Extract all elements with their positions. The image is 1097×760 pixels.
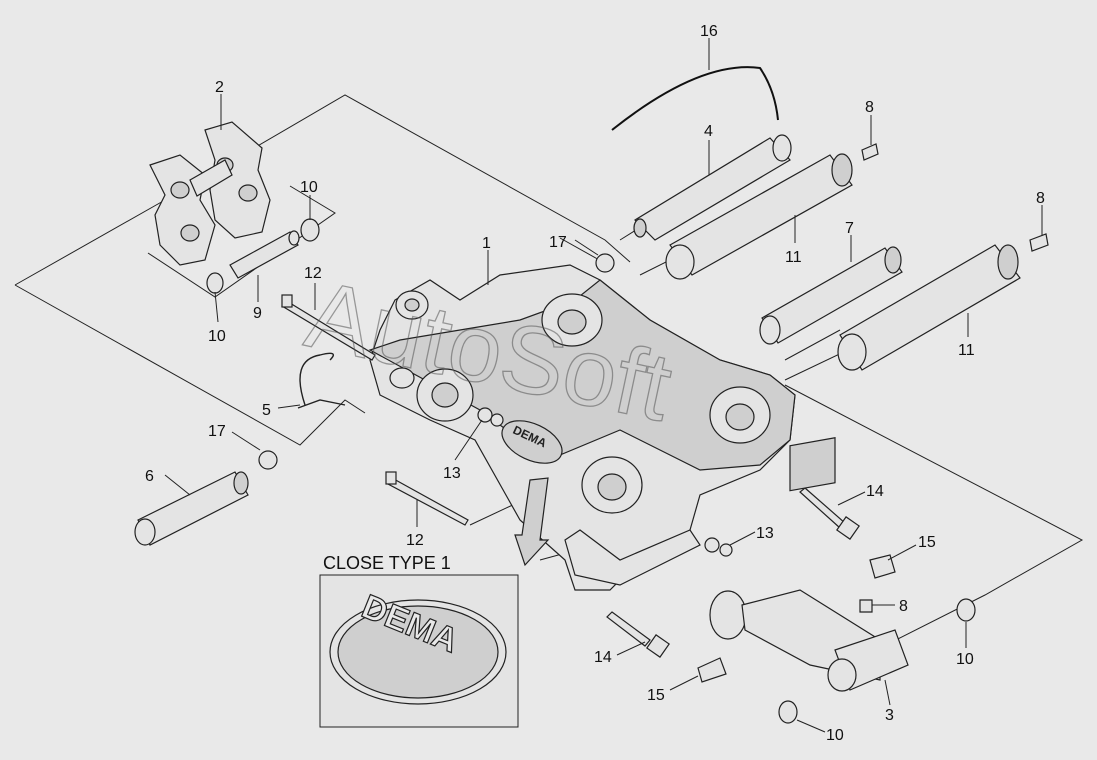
callout-3: 3 [885, 707, 894, 724]
pin-7 [759, 246, 903, 345]
pin-9 [229, 231, 299, 279]
callout-17: 17 [208, 423, 226, 440]
callout-8: 8 [865, 99, 874, 116]
callout-1: 1 [482, 235, 491, 252]
callout-7: 7 [845, 220, 854, 237]
callout-8: 8 [899, 598, 908, 615]
callout-12: 12 [406, 532, 424, 549]
grease-nipples-8 [859, 143, 1049, 613]
callout-8: 8 [1036, 190, 1045, 207]
main-bracket: DEMA [368, 264, 796, 591]
callout-11: 11 [958, 342, 975, 359]
lynch-pin-5 [297, 352, 346, 409]
tubes-11 [665, 153, 1021, 371]
cable-16 [611, 66, 779, 131]
link-plates [149, 121, 271, 266]
ring-17-a [595, 253, 615, 273]
lock-cylinder-3 [709, 437, 909, 692]
bolts-12 [281, 294, 469, 526]
callout-16: 16 [700, 23, 718, 40]
ring-10-c [956, 598, 976, 622]
ring-10-b [206, 272, 224, 294]
callout-6: 6 [145, 468, 154, 485]
callout-10: 10 [826, 727, 844, 744]
callout-9: 9 [253, 305, 262, 322]
callout-12: 12 [304, 265, 322, 282]
callouts: 16 2 4 8 10 1 17 11 7 8 12 9 10 11 5 17 … [145, 23, 1045, 744]
callout-10: 10 [956, 651, 974, 668]
callout-5: 5 [262, 402, 271, 419]
inset-close-type-1: CLOSE TYPE 1 DEMA [319, 553, 519, 728]
fittings-14-15 [606, 487, 896, 683]
callout-13: 13 [756, 525, 774, 542]
callout-10: 10 [300, 179, 318, 196]
main-dema-logo: DEMA [501, 420, 563, 464]
callout-14: 14 [594, 649, 612, 666]
cylinder-4 [633, 134, 792, 241]
ring-17-b [258, 450, 278, 470]
ring-10-a [300, 218, 320, 242]
callout-15: 15 [918, 534, 936, 551]
callout-14: 14 [866, 483, 884, 500]
callout-4: 4 [704, 123, 713, 140]
callout-17: 17 [549, 234, 567, 251]
inset-title: CLOSE TYPE 1 [323, 553, 451, 573]
callout-10: 10 [208, 328, 226, 345]
callout-11: 11 [785, 249, 802, 266]
callout-2: 2 [215, 79, 224, 96]
seal-rings [206, 218, 976, 724]
nuts-13 [477, 407, 733, 557]
pin-6 [134, 471, 249, 546]
callout-13: 13 [443, 465, 461, 482]
callout-15: 15 [647, 687, 665, 704]
leader-lines [164, 38, 1043, 733]
ring-10-d [778, 700, 798, 724]
